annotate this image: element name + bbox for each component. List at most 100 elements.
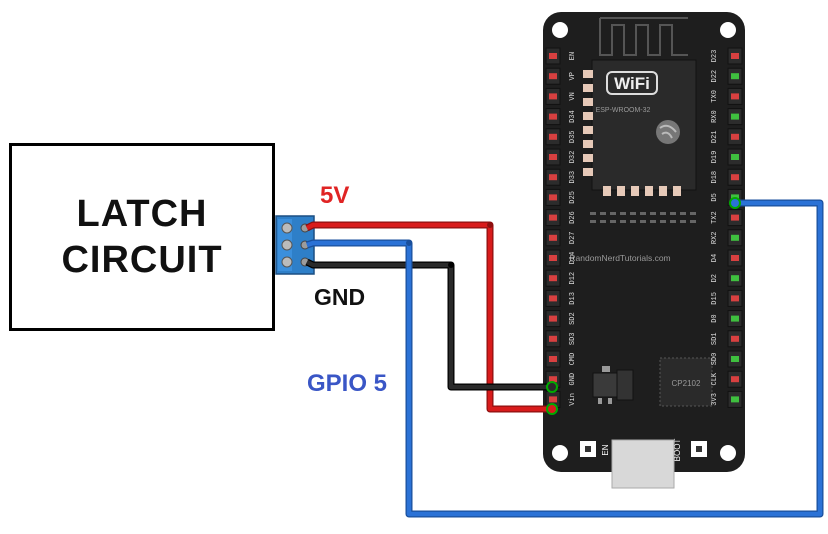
pin-label-left: D27 [569,231,577,244]
esp32-board: WiFi ESP-WROOM-32 RandomNerdTutorials.co… [543,12,745,489]
pin-header-right-d15 [731,295,739,302]
pin-label-left: CMD [569,353,577,366]
right-pin-header: D23D22TX0RX0D21D19D18D5TX2RX2D4D2D15D0SD… [711,47,743,408]
pin-header-right-rx0 [731,113,739,120]
pin-label-left: D14 [569,252,577,265]
pin-label-right: TX0 [711,90,719,103]
board-trace-dashes [590,212,696,223]
d5-pin-connection [729,197,741,209]
usb-uart-chip: CP2102 [659,357,713,407]
latch-circuit-block: LATCH CIRCUIT [9,143,275,331]
pin-label-right: D15 [711,292,719,305]
pin-header-left-sd2 [549,315,557,322]
pin-label-left: VP [569,72,577,80]
pin-label-right: D5 [711,193,719,201]
pin-header-left-d27 [549,234,557,241]
voltage-regulator [592,366,634,404]
wroom-module [591,59,697,191]
en-button-label: EN [601,444,610,455]
pin-label-right: SD1 [711,332,719,345]
pin-label-right: CLK [711,372,719,385]
boot-button-center [696,446,702,452]
pin-label-right: 3V3 [711,393,719,406]
left-pin-header: ENVPVND34D35D32D33D25D26D27D14D12D13SD2S… [545,47,577,408]
pin-label-left: D34 [569,110,577,123]
pin-header-right-d0 [731,315,739,322]
pin-label-left: SD3 [569,332,577,345]
pin-header-left-cmd [549,356,557,362]
pin-header-right-d18 [731,174,739,181]
pin-label-right: D0 [711,314,719,322]
pin-header-right-d22 [731,73,739,80]
pin-label-right: RX0 [711,110,719,123]
pin-label-left: D13 [569,292,577,305]
pin-label-left: D12 [569,272,577,285]
mounting-hole [552,22,568,38]
usb-connector [611,439,675,489]
pin-label-right: D2 [711,274,719,282]
pin-header-right-d21 [731,133,739,140]
pin-label-right: D21 [711,130,719,143]
pin-header-right-d23 [731,53,739,59]
pin-label-left: D26 [569,211,577,224]
pin-header-left-d25 [549,194,557,201]
mounting-hole [720,22,736,38]
pin-label-left: EN [569,52,577,60]
pin-header-left-sd3 [549,335,557,342]
label-5v: 5V [320,182,350,209]
vin-pin-connection [546,403,558,415]
pin-header-left-vin [549,396,557,403]
en-button-center [585,446,591,452]
terminal-screw [281,239,293,251]
pin-header-left-d14 [549,255,557,261]
pin-header-left-d12 [549,275,557,282]
pin-header-left-vn [549,93,557,100]
pin-label-right: D23 [711,50,719,63]
pin-header-left-d35 [549,133,557,140]
pin-label-left: Vin [569,393,577,406]
wires [305,197,824,518]
mounting-hole [720,445,736,461]
latch-circuit-title-line2: CIRCUIT [61,239,223,281]
pin-label-right: D19 [711,151,719,164]
pin-header-left-d13 [549,295,557,302]
pin-header-right-d2 [731,275,739,282]
pin-header-right-rx2 [731,234,739,241]
pin-header-right-tx0 [731,93,739,100]
pin-label-left: GND [569,373,577,386]
pin-header-left-gnd [549,376,557,383]
wifi-logo-text: WiFi [614,74,650,93]
mounting-hole [552,445,568,461]
espressif-logo [656,120,680,144]
pin-header-right-tx2 [731,214,739,221]
terminal-screw [281,256,293,268]
pin-header-right-sd1 [731,335,739,342]
boot-button-label: BOOT [673,439,682,462]
label-gpio5: GPIO 5 [307,370,388,397]
brand-label: RandomNerdTutorials.com [569,253,670,263]
pin-label-right: D22 [711,70,719,83]
pin-header-right-clk [731,376,739,383]
pin-header-right-d4 [731,255,739,261]
wire-gpio5 [306,200,823,517]
pin-header-left-d33 [549,174,557,181]
terminal-screw [281,222,293,234]
wire-bend-dot [487,222,493,228]
pin-header-left-d34 [549,113,557,120]
antenna-trace [599,17,688,56]
label-gnd: GND [314,284,366,310]
espressif-logo-mark [659,124,677,139]
pin-header-right-d19 [731,154,739,160]
latch-circuit-title-line1: LATCH [76,193,208,235]
wire-bend-dot [406,240,412,246]
module-label: ESP-WROOM-32 [596,107,651,114]
pin-header-left-d26 [549,214,557,221]
pin-label-left: VN [569,92,577,100]
pin-label-left: SD2 [569,312,577,325]
gnd-pin-connection [546,381,558,393]
pin-label-right: TX2 [711,211,719,224]
wire-gnd-outline [305,258,552,391]
wifi-logo-frame [606,71,658,95]
